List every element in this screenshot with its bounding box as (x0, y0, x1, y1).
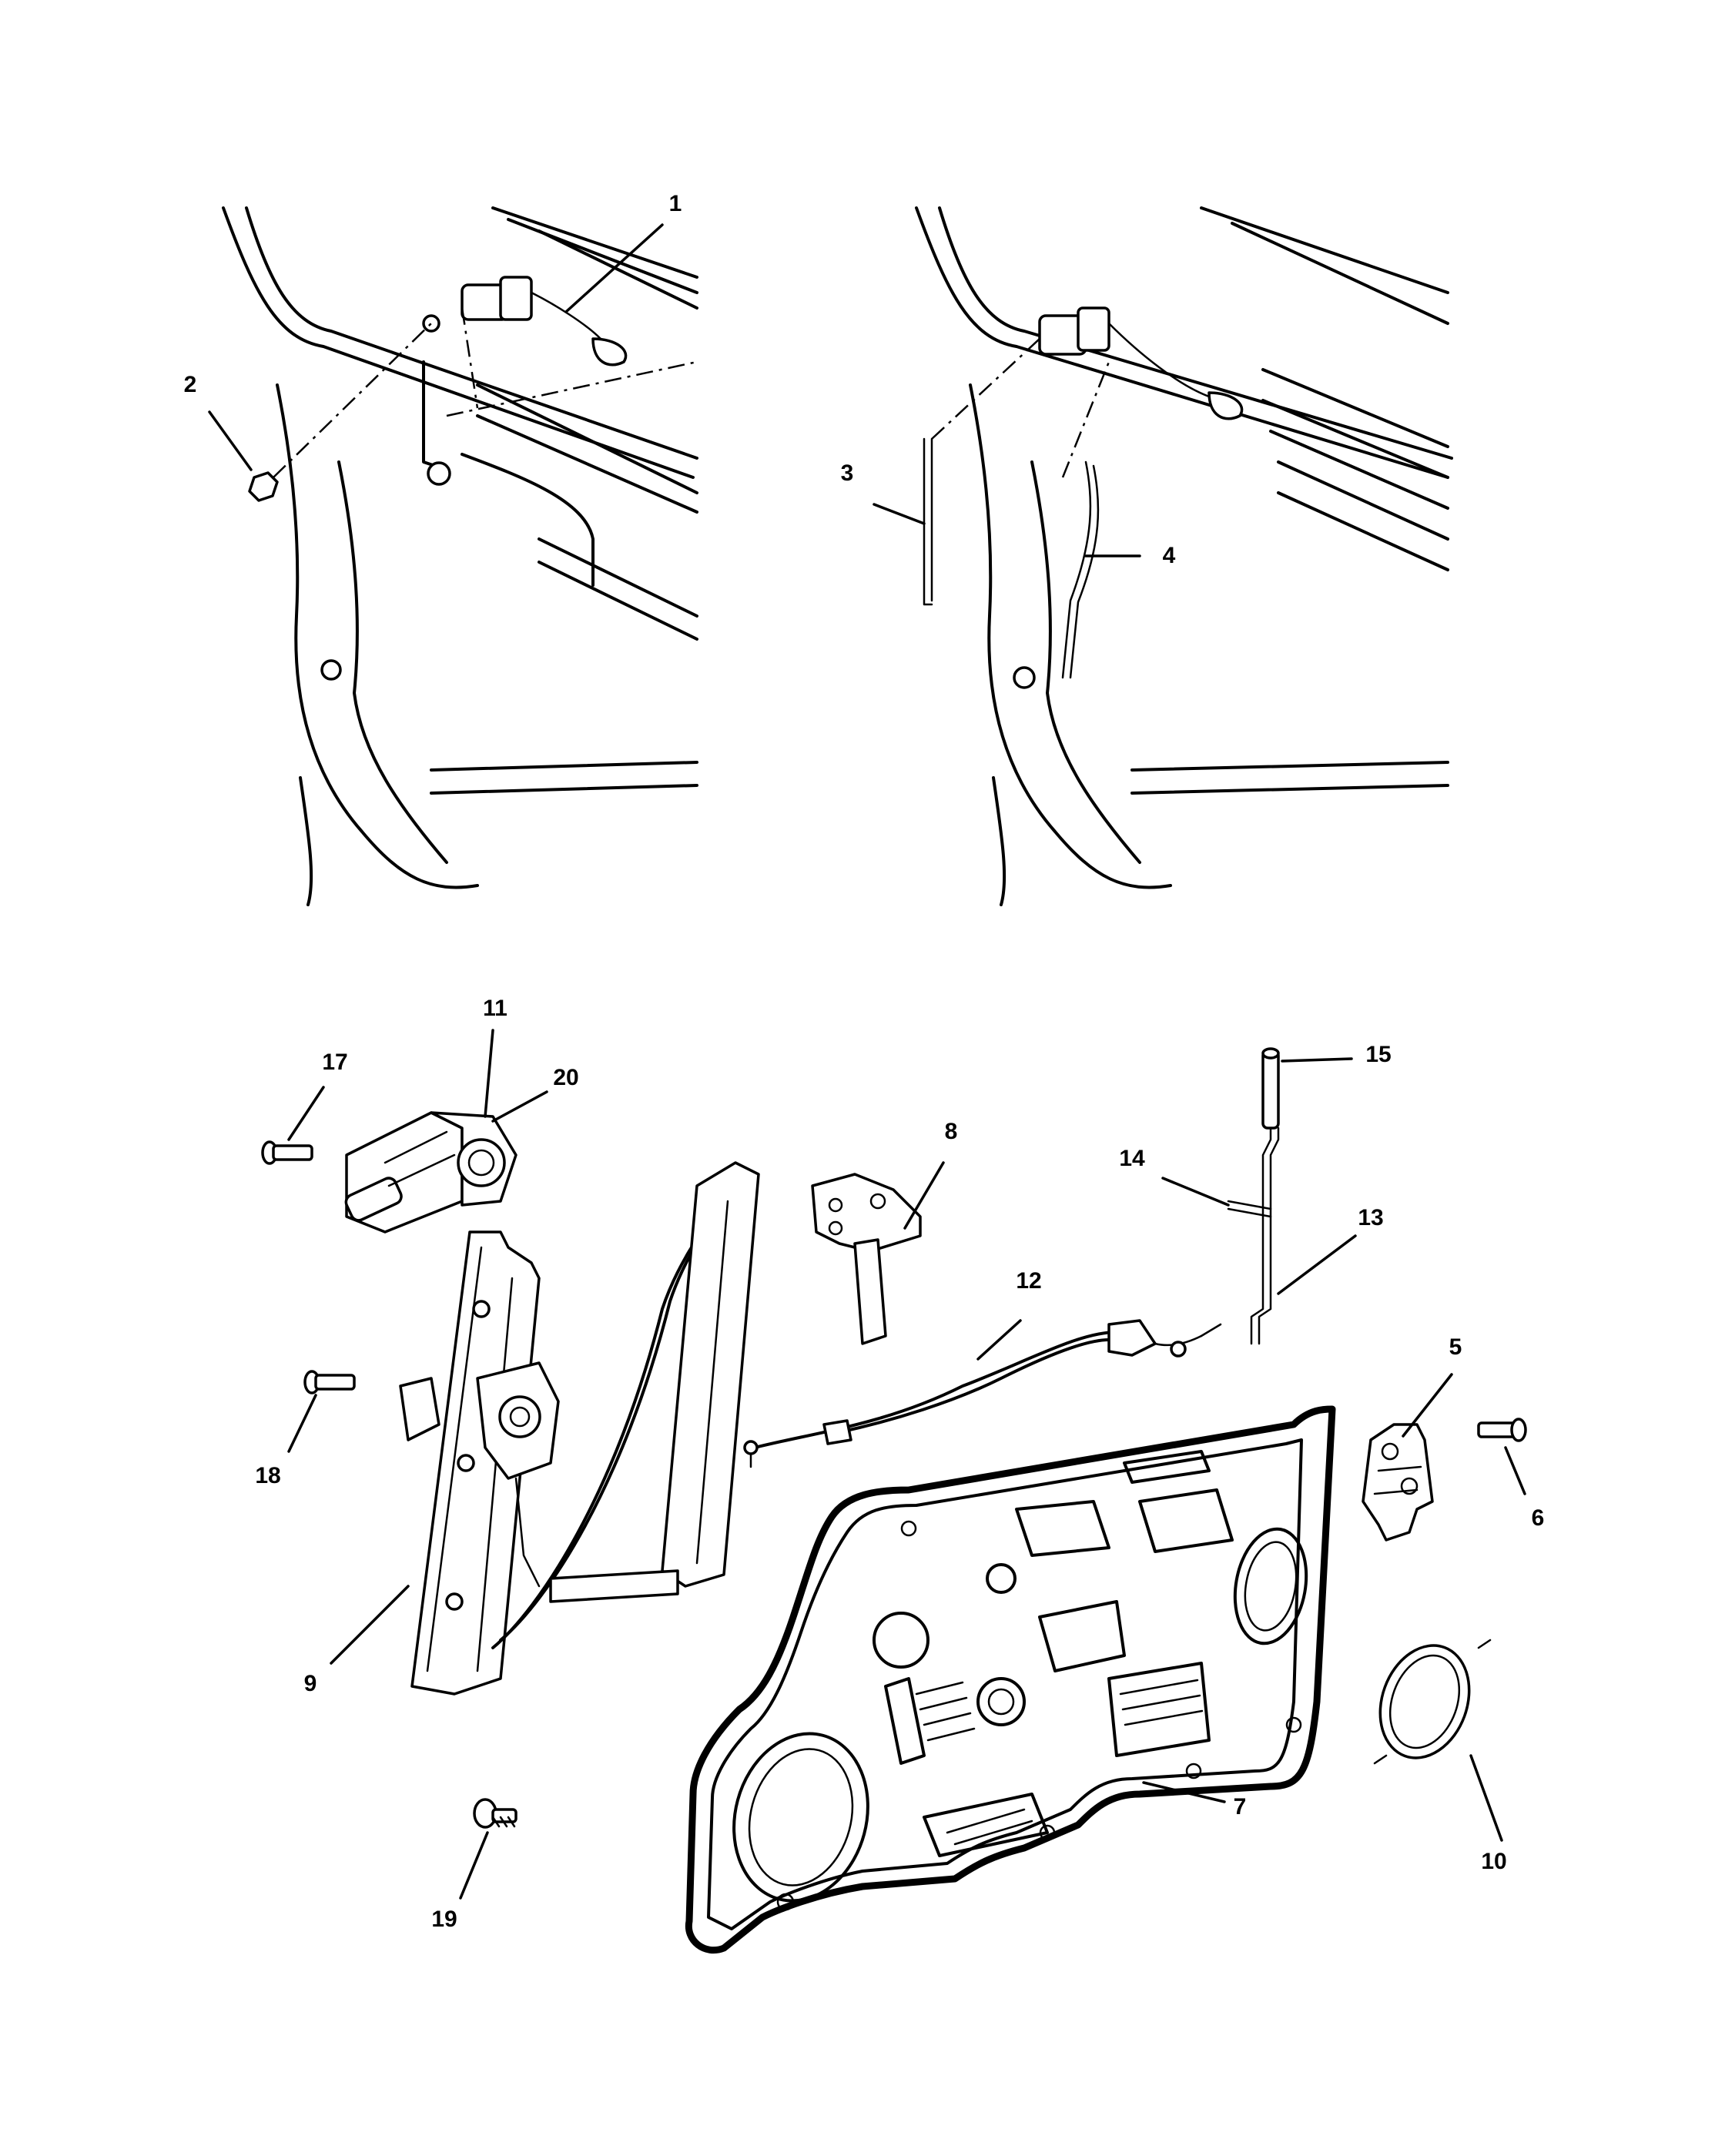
leader-10 (1469, 1754, 1503, 1842)
leader-6 (1504, 1446, 1526, 1495)
leader-8 (903, 1161, 945, 1230)
speaker-gasket-part-10 (1373, 1639, 1492, 1765)
callout-7: 7 (1233, 1794, 1247, 1820)
callout-6: 6 (1531, 1505, 1545, 1531)
callout-20: 20 (553, 1065, 579, 1090)
bolt-part-6 (1477, 1418, 1527, 1442)
callout-14: 14 (1119, 1146, 1145, 1171)
cable-part-12 (743, 1319, 1222, 1468)
callout-15: 15 (1365, 1042, 1392, 1067)
leader-12 (976, 1319, 1022, 1361)
leader-15 (1281, 1057, 1353, 1063)
leader-18 (287, 1394, 317, 1453)
leader-17 (287, 1086, 325, 1141)
leader-7 (1142, 1781, 1226, 1803)
door-carrier-panel-part-7 (685, 1405, 1336, 1954)
window-regulator-part-9 (399, 1161, 760, 1696)
leader-lines (208, 223, 1526, 1900)
callout-4: 4 (1162, 543, 1176, 568)
leader-2 (208, 410, 253, 471)
callout-17: 17 (322, 1050, 348, 1075)
regulator-motor-part-11 (344, 1111, 518, 1234)
bolt-part-17 (261, 1140, 313, 1165)
leader-14 (1161, 1177, 1230, 1207)
leader-3 (873, 503, 926, 525)
leader-11 (484, 1029, 494, 1118)
callout-12: 12 (1016, 1268, 1042, 1294)
callout-1: 1 (668, 191, 682, 216)
lock-rods-parts-13-14-15 (1227, 1047, 1280, 1345)
callout-5: 5 (1449, 1334, 1462, 1360)
callout-9: 9 (303, 1671, 317, 1696)
callout-19: 19 (431, 1907, 457, 1932)
upper-left-door-frame-view (222, 206, 698, 906)
callout-13: 13 (1358, 1205, 1384, 1230)
leader-13 (1277, 1234, 1357, 1295)
bolt-part-18 (303, 1370, 356, 1394)
callout-10: 10 (1481, 1849, 1507, 1874)
door-latch-part-5 (1362, 1423, 1434, 1542)
clip-part-19 (473, 1798, 518, 1829)
inside-handle-bracket-part-8 (811, 1173, 922, 1345)
leader-9 (330, 1585, 410, 1665)
leader-19 (459, 1831, 489, 1900)
leader-5 (1402, 1373, 1453, 1438)
callout-2: 2 (183, 372, 197, 397)
upper-right-door-frame-view (915, 206, 1453, 906)
callout-3: 3 (840, 460, 854, 486)
callout-18: 18 (255, 1463, 281, 1488)
callout-8: 8 (944, 1119, 958, 1144)
leader-1 (564, 223, 664, 313)
callout-11: 11 (483, 996, 507, 1021)
leader-20 (491, 1090, 548, 1123)
